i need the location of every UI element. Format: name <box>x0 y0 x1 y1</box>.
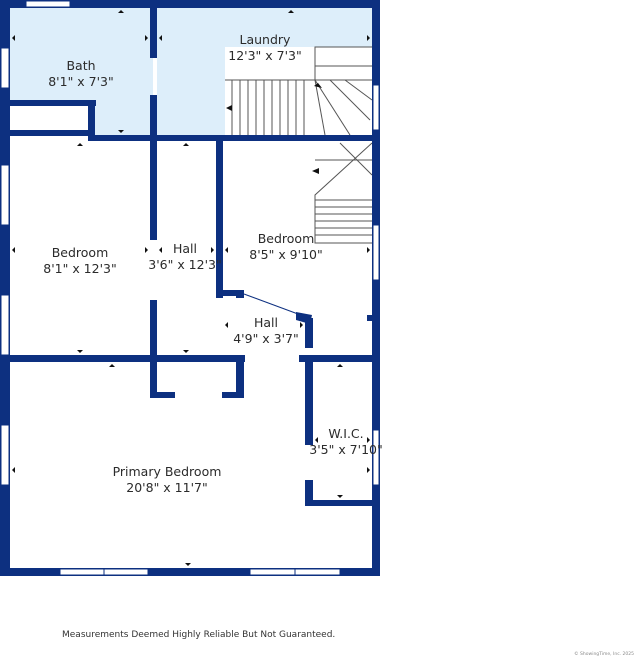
room-name: Hall <box>254 315 278 330</box>
room-label-primary-bedroom: Primary Bedroom 20'8" x 11'7" <box>113 464 222 495</box>
room-dims: 4'9" x 3'7" <box>233 331 299 346</box>
room-name: Bath <box>66 58 95 73</box>
disclaimer-text: Measurements Deemed Highly Reliable But … <box>62 630 336 640</box>
room-dims: 8'1" x 7'3" <box>48 74 114 89</box>
window <box>25 0 71 8</box>
room-name: Hall <box>173 241 197 256</box>
dimension-ticks <box>12 10 370 566</box>
room-name: Laundry <box>240 32 292 47</box>
staircase-upper <box>225 46 373 136</box>
window <box>0 294 10 356</box>
room-label-hall-upper: Hall 3'6" x 12'3" <box>148 241 221 272</box>
room-name: Bedroom <box>52 245 109 260</box>
window <box>372 84 380 131</box>
room-dims: 12'3" x 7'3" <box>228 48 301 63</box>
copyright-text: © ShowingTime, Inc. 2025 <box>574 652 634 657</box>
room-label-bath: Bath 8'1" x 7'3" <box>48 58 114 89</box>
room-label-hall-lower: Hall 4'9" x 3'7" <box>233 315 299 346</box>
bath-floor <box>10 8 153 105</box>
room-label-wic: W.I.C. 3'5" x 7'10" <box>309 426 382 457</box>
window <box>0 424 10 486</box>
room-label-bedroom-left: Bedroom 8'1" x 12'3" <box>43 245 116 276</box>
room-dims: 20'8" x 11'7" <box>126 480 207 495</box>
room-label-bedroom-right: Bedroom 8'5" x 9'10" <box>249 231 322 262</box>
window <box>372 224 380 281</box>
window <box>0 47 10 89</box>
room-dims: 8'5" x 9'10" <box>249 247 322 262</box>
door-swing <box>243 293 299 315</box>
room-dims: 3'5" x 7'10" <box>309 442 382 457</box>
walls <box>0 0 380 576</box>
window <box>372 429 380 486</box>
staircase-lower <box>312 142 373 244</box>
room-dims: 3'6" x 12'3" <box>148 257 221 272</box>
window <box>0 164 10 226</box>
room-dims: 8'1" x 12'3" <box>43 261 116 276</box>
room-name: Primary Bedroom <box>113 464 222 479</box>
room-name: W.I.C. <box>328 426 363 441</box>
room-label-laundry: Laundry 12'3" x 7'3" <box>228 32 301 63</box>
room-name: Bedroom <box>258 231 315 246</box>
bath-alcove-floor <box>92 100 153 135</box>
